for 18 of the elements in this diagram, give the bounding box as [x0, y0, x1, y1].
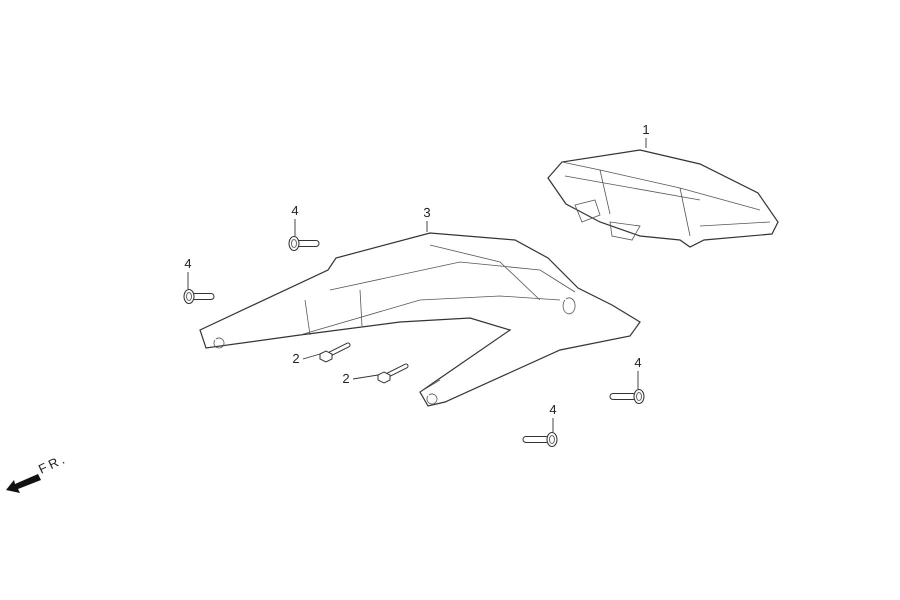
bolt-drawing: [607, 389, 647, 404]
front-label: FR.: [36, 450, 70, 478]
leader-line: [302, 354, 320, 360]
bolt-drawing: [286, 236, 322, 251]
leader-line: [426, 220, 428, 232]
callout-number: 2: [290, 351, 302, 367]
leader-line: [294, 218, 296, 236]
bolt-drawing: [520, 432, 560, 447]
callout-number: 3: [421, 205, 433, 221]
leader-line: [552, 418, 554, 432]
callout-number: 1: [640, 122, 652, 138]
callout-number: 4: [632, 355, 644, 371]
bolt-drawing: [181, 289, 217, 304]
leader-line: [352, 374, 378, 380]
callout-number: 4: [547, 402, 559, 418]
callout-number: 2: [340, 371, 352, 387]
callout-number: 4: [182, 256, 194, 272]
callout-number: 4: [289, 203, 301, 219]
